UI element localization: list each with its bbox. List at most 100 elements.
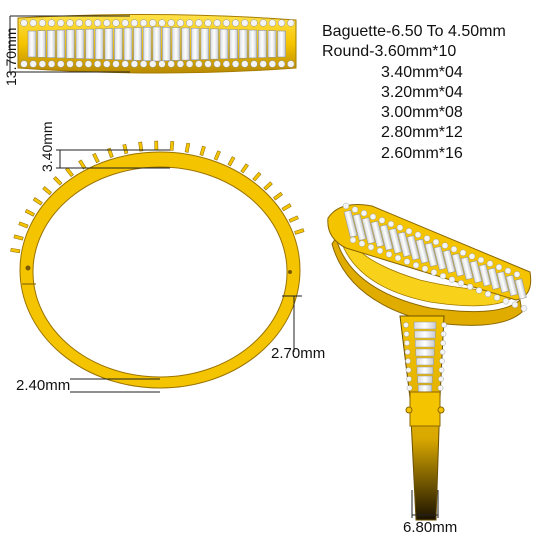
round-stone: [486, 260, 494, 267]
top-view-round-stones: [20, 19, 295, 68]
round-stone: [84, 60, 93, 68]
baguette-stone: [200, 28, 210, 60]
round-stone: [511, 301, 519, 308]
baguette-stone: [478, 264, 492, 287]
side-thickness-label: 2.70mm: [271, 345, 326, 362]
round-stone: [121, 19, 129, 27]
baguette-stone: [433, 246, 447, 271]
baguette-stone: [133, 27, 142, 61]
round-stone: [439, 358, 445, 364]
round-stone: [277, 60, 286, 68]
round-stone: [360, 209, 368, 217]
round-stone: [213, 60, 221, 68]
prong: [154, 140, 159, 151]
round-stone: [369, 213, 377, 221]
round-stone: [438, 367, 445, 373]
baguette-stone: [424, 242, 438, 267]
round-stone: [502, 298, 510, 305]
round-stone: [250, 19, 258, 27]
baguette-stone: [505, 274, 518, 297]
baguette-stone: [75, 29, 85, 59]
side-view-prong-row: [10, 140, 305, 254]
round-stone: [38, 60, 47, 68]
baguette-stone: [27, 30, 37, 58]
bottom-thickness-label: 2.40mm: [16, 377, 71, 394]
round-stone: [404, 349, 411, 355]
baguette-stone: [397, 231, 411, 258]
baguette-stone: [248, 29, 258, 59]
prong: [288, 215, 299, 223]
side-view-inner-opening: [32, 166, 288, 378]
round-stone: [66, 60, 74, 68]
round-stone: [441, 242, 449, 249]
round-stone: [406, 376, 412, 382]
baguette-stone: [56, 29, 66, 59]
baguette-stone: [379, 224, 394, 251]
round-stone: [222, 60, 231, 68]
perspective-view-stones: [342, 202, 528, 312]
baguette-stone: [277, 30, 286, 58]
side-thickness-dimension: [282, 295, 302, 352]
baguette-stone: [37, 30, 46, 58]
round-stone: [213, 19, 221, 27]
round-stone: [385, 251, 393, 258]
baguette-stone: [406, 235, 420, 261]
round-stone: [259, 19, 267, 27]
round-stone: [103, 19, 111, 27]
front-view: [399, 315, 447, 521]
round-stone: [158, 19, 166, 27]
round-stone: [405, 358, 411, 364]
round-stone: [403, 322, 409, 328]
spec-baguette: Baguette-6.50 To 4.50mm: [322, 23, 506, 40]
top-height-dimension: [9, 15, 130, 73]
baguette-stone: [352, 213, 367, 241]
hinge-knob-left: [405, 406, 413, 414]
round-stone: [495, 264, 503, 271]
round-stone: [421, 265, 429, 272]
baguette-stone: [123, 27, 133, 61]
bottom-thickness-dimension: [70, 378, 160, 393]
baguette-stone: [496, 271, 509, 293]
baguette-stone: [414, 330, 436, 339]
round-stone: [351, 206, 359, 213]
round-stone: [149, 60, 157, 68]
round-stone: [47, 60, 56, 68]
prong: [13, 234, 24, 241]
prong: [169, 141, 175, 151]
baguette-stone: [416, 357, 434, 366]
round-stone: [403, 331, 410, 337]
round-stone: [396, 224, 404, 231]
band-width-dimension: [411, 490, 439, 518]
baguette-stone: [460, 256, 474, 280]
spec-round: Round-3.60mm*10: [322, 43, 457, 61]
baguette-stone: [442, 249, 456, 274]
round-stone: [378, 217, 386, 224]
baguette-stone: [219, 28, 229, 60]
round-stone: [158, 60, 166, 68]
prong: [92, 152, 100, 164]
baguette-stone: [162, 27, 171, 61]
prong: [227, 156, 236, 167]
baguette-stone: [469, 260, 483, 284]
baguette-stone: [46, 30, 56, 58]
round-stone: [358, 240, 366, 247]
prong: [42, 186, 52, 196]
round-stone: [268, 19, 277, 27]
baguette-stone: [413, 321, 437, 330]
baguette-stone: [104, 28, 114, 60]
round-stone: [414, 231, 422, 239]
round-stone: [121, 60, 129, 68]
round-stone: [20, 19, 28, 27]
baguette-stone: [267, 30, 277, 58]
round-stone: [405, 227, 413, 235]
round-stone: [277, 19, 286, 27]
baguette-stone: [417, 384, 433, 393]
band-width-label: 6.80mm: [403, 519, 458, 536]
prong: [199, 145, 206, 156]
baguette-stone: [210, 28, 219, 60]
round-stone: [457, 280, 465, 287]
round-stone: [394, 254, 402, 262]
stone-spec-list: Baguette-6.50 To 4.50mm Round-3.60mm*10 …: [322, 22, 506, 164]
round-stone: [75, 60, 83, 68]
